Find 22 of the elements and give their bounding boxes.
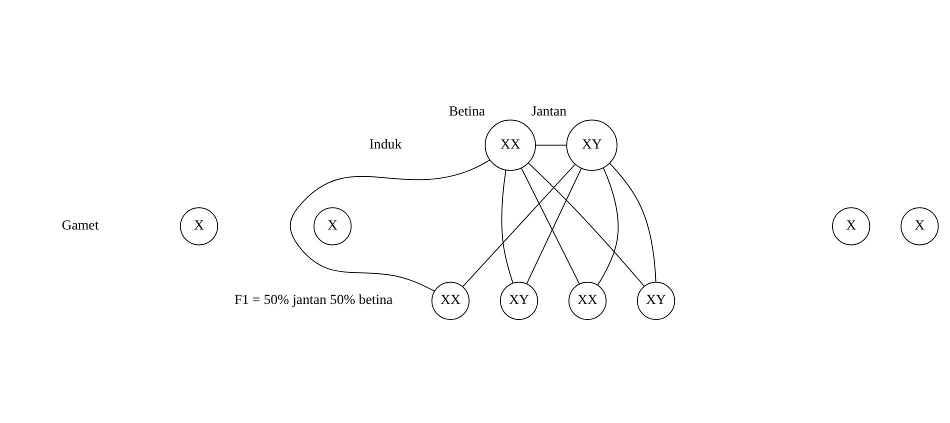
node-circle: X <box>313 206 352 245</box>
node-circle: XY <box>500 281 538 320</box>
connector <box>290 159 490 292</box>
connector <box>528 162 645 286</box>
connector <box>609 162 656 282</box>
node-circle: X <box>180 206 218 245</box>
node-circle: XX <box>568 281 607 320</box>
node-circle: XY <box>566 119 618 170</box>
node-circle: XY <box>636 281 676 320</box>
node-label: Betina <box>448 104 486 120</box>
label: F1 = 50% jantan 50% betina <box>234 292 393 308</box>
connector <box>597 166 619 286</box>
connector <box>535 144 567 146</box>
connector <box>501 169 514 284</box>
connector <box>462 163 576 287</box>
node-circle: XX <box>431 281 470 320</box>
label: Induk <box>369 137 402 152</box>
node-circle: X <box>832 206 870 245</box>
node-label: Jantan <box>531 104 567 120</box>
label: Gamet <box>62 218 99 234</box>
node-circle: XX <box>484 119 536 170</box>
node-circle: X <box>900 206 939 245</box>
